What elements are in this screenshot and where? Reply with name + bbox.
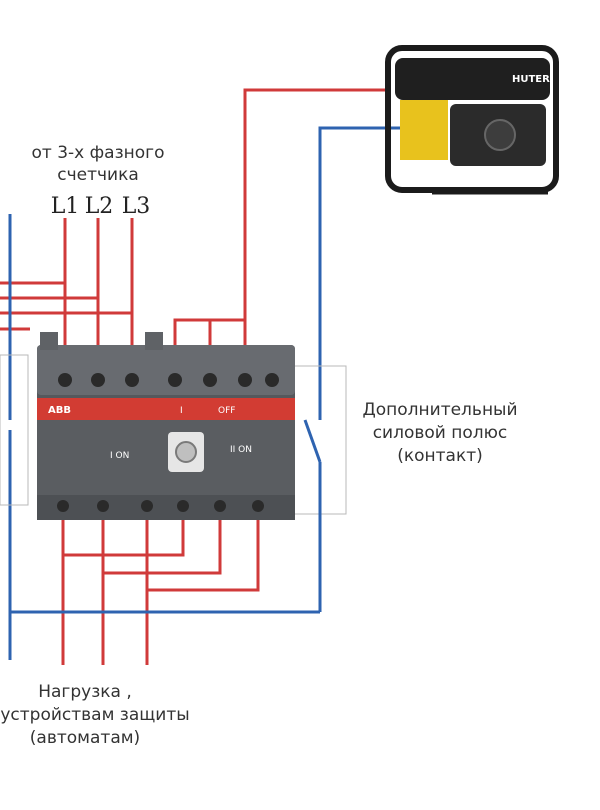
load-label-line2: устройствам защиты — [0, 705, 189, 725]
terminal-bottom-6 — [252, 500, 264, 512]
phase-input-wires — [63, 218, 134, 355]
terminal-bottom-3 — [141, 500, 153, 512]
load-label-line1: Нагрузка , — [38, 682, 132, 702]
terminal-top-2 — [91, 373, 105, 387]
output-bridge-1 — [63, 512, 185, 557]
switch-mount-right — [145, 332, 163, 350]
bottom-terminals — [57, 500, 264, 512]
switch-knob — [175, 441, 197, 463]
contact-label-line1: Дополнительный — [362, 400, 517, 420]
output-bridge-3 — [147, 512, 260, 592]
generator-engine-detail — [484, 119, 516, 151]
source-label-line2: счетчика — [57, 165, 139, 185]
switch-mount-left — [40, 332, 58, 350]
switch-face — [37, 420, 295, 495]
switch-red-band — [37, 398, 295, 420]
switch-top-shade — [37, 345, 295, 395]
terminal-bottom-5 — [214, 500, 226, 512]
terminal-top-5 — [203, 373, 217, 387]
switch-bottom-strip — [37, 495, 295, 520]
terminal-top-7 — [265, 373, 279, 387]
terminal-top-3 — [125, 373, 139, 387]
generator: HUTER — [385, 45, 559, 195]
terminal-bottom-4 — [177, 500, 189, 512]
source-label-line1: от 3-х фазного — [32, 143, 165, 163]
generator-neutral-wire — [318, 126, 400, 420]
switch-off-label: OFF — [218, 406, 235, 416]
generator-panel — [400, 100, 448, 160]
switch-right-on-label: II ON — [230, 445, 252, 455]
load-label-line3: (автоматам) — [30, 728, 140, 748]
terminal-bottom-1 — [57, 500, 69, 512]
terminal-top-4 — [168, 373, 182, 387]
phase-label-l1: L1 — [51, 194, 80, 219]
generator-tank — [395, 58, 550, 100]
switch-left-on-label: I ON — [110, 451, 129, 461]
left-contact-box — [0, 354, 29, 506]
terminal-top-1 — [58, 373, 72, 387]
output-bridge-2 — [103, 512, 222, 575]
additional-contact-blade — [303, 419, 322, 463]
switch-mark-i: I — [180, 406, 183, 416]
terminal-bottom-2 — [97, 500, 109, 512]
phase-label-l3: L3 — [122, 194, 151, 219]
contact-label-line3: (контакт) — [397, 446, 483, 466]
output-wires — [10, 512, 320, 665]
switch-brand: ABB — [48, 405, 71, 416]
phase-label-l2: L2 — [85, 194, 114, 219]
generator-brand: HUTER — [512, 74, 550, 85]
changeover-switch: ABB I OFF I ON II ON — [37, 332, 295, 520]
generator-phase-wire — [243, 88, 390, 352]
contact-label-line2: силовой полюс — [373, 423, 508, 443]
top-terminals — [58, 373, 279, 387]
terminal-top-6 — [238, 373, 252, 387]
generator-bridge-wire — [173, 318, 245, 352]
